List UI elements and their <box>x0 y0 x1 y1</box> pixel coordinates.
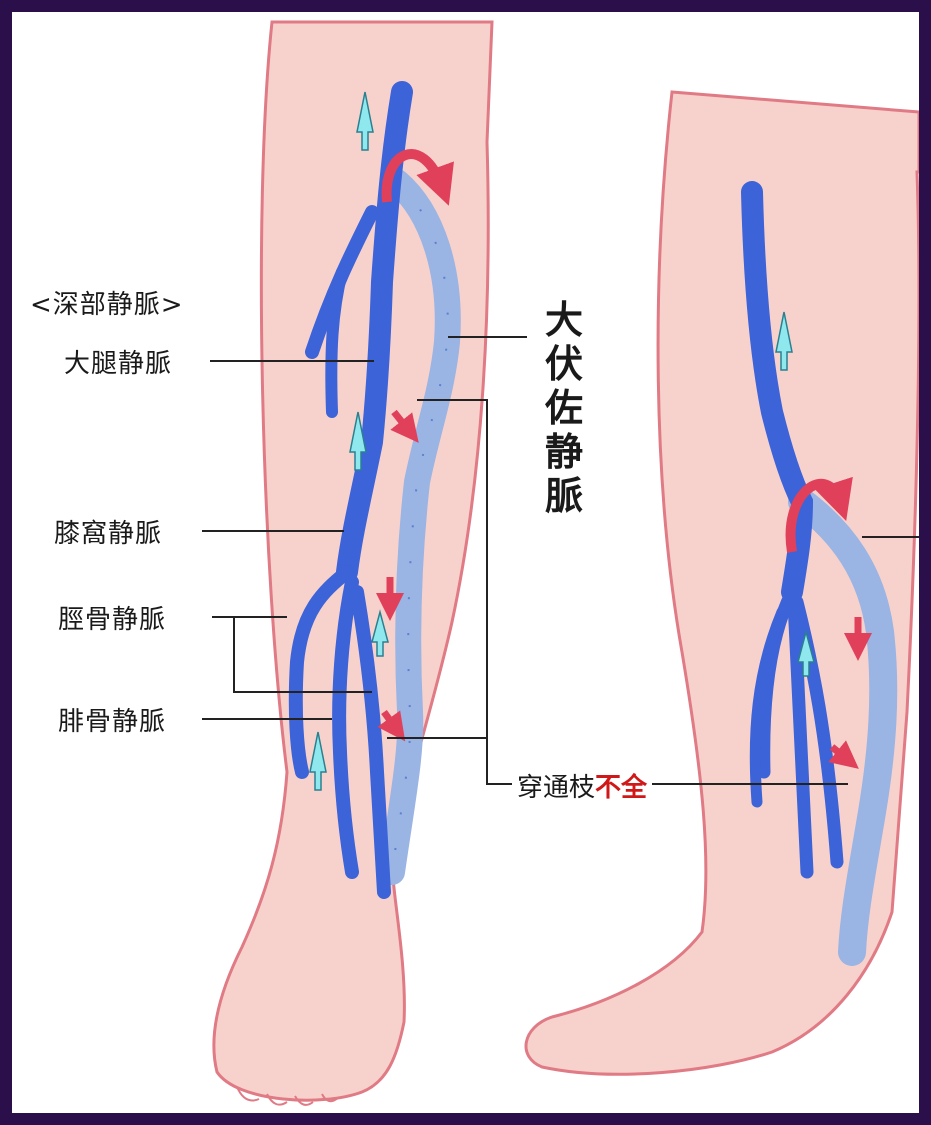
popliteal-vein-label: 膝窩静脈 <box>54 513 162 550</box>
deep-veins-header: <深部静脈> <box>30 284 184 321</box>
perforator-insufficiency-label: 穿通枝不全 <box>517 767 647 804</box>
perforator-label: 穿通枝 <box>517 773 595 803</box>
diagram-frame: <深部静脈> 大腿静脈 膝窩静脈 脛骨静脈 腓骨静脈 大伏佐静脈 穿通枝不全 <box>12 12 919 1113</box>
femoral-vein-label: 大腿静脈 <box>64 343 172 380</box>
leg-vein-illustration <box>12 12 919 1113</box>
tibial-vein-label: 脛骨静脈 <box>58 599 166 636</box>
fibular-vein-label: 腓骨静脈 <box>58 701 166 738</box>
insufficiency-label: 不全 <box>595 773 647 803</box>
great-saphenous-vein-label: 大伏佐静脈 <box>542 298 586 518</box>
